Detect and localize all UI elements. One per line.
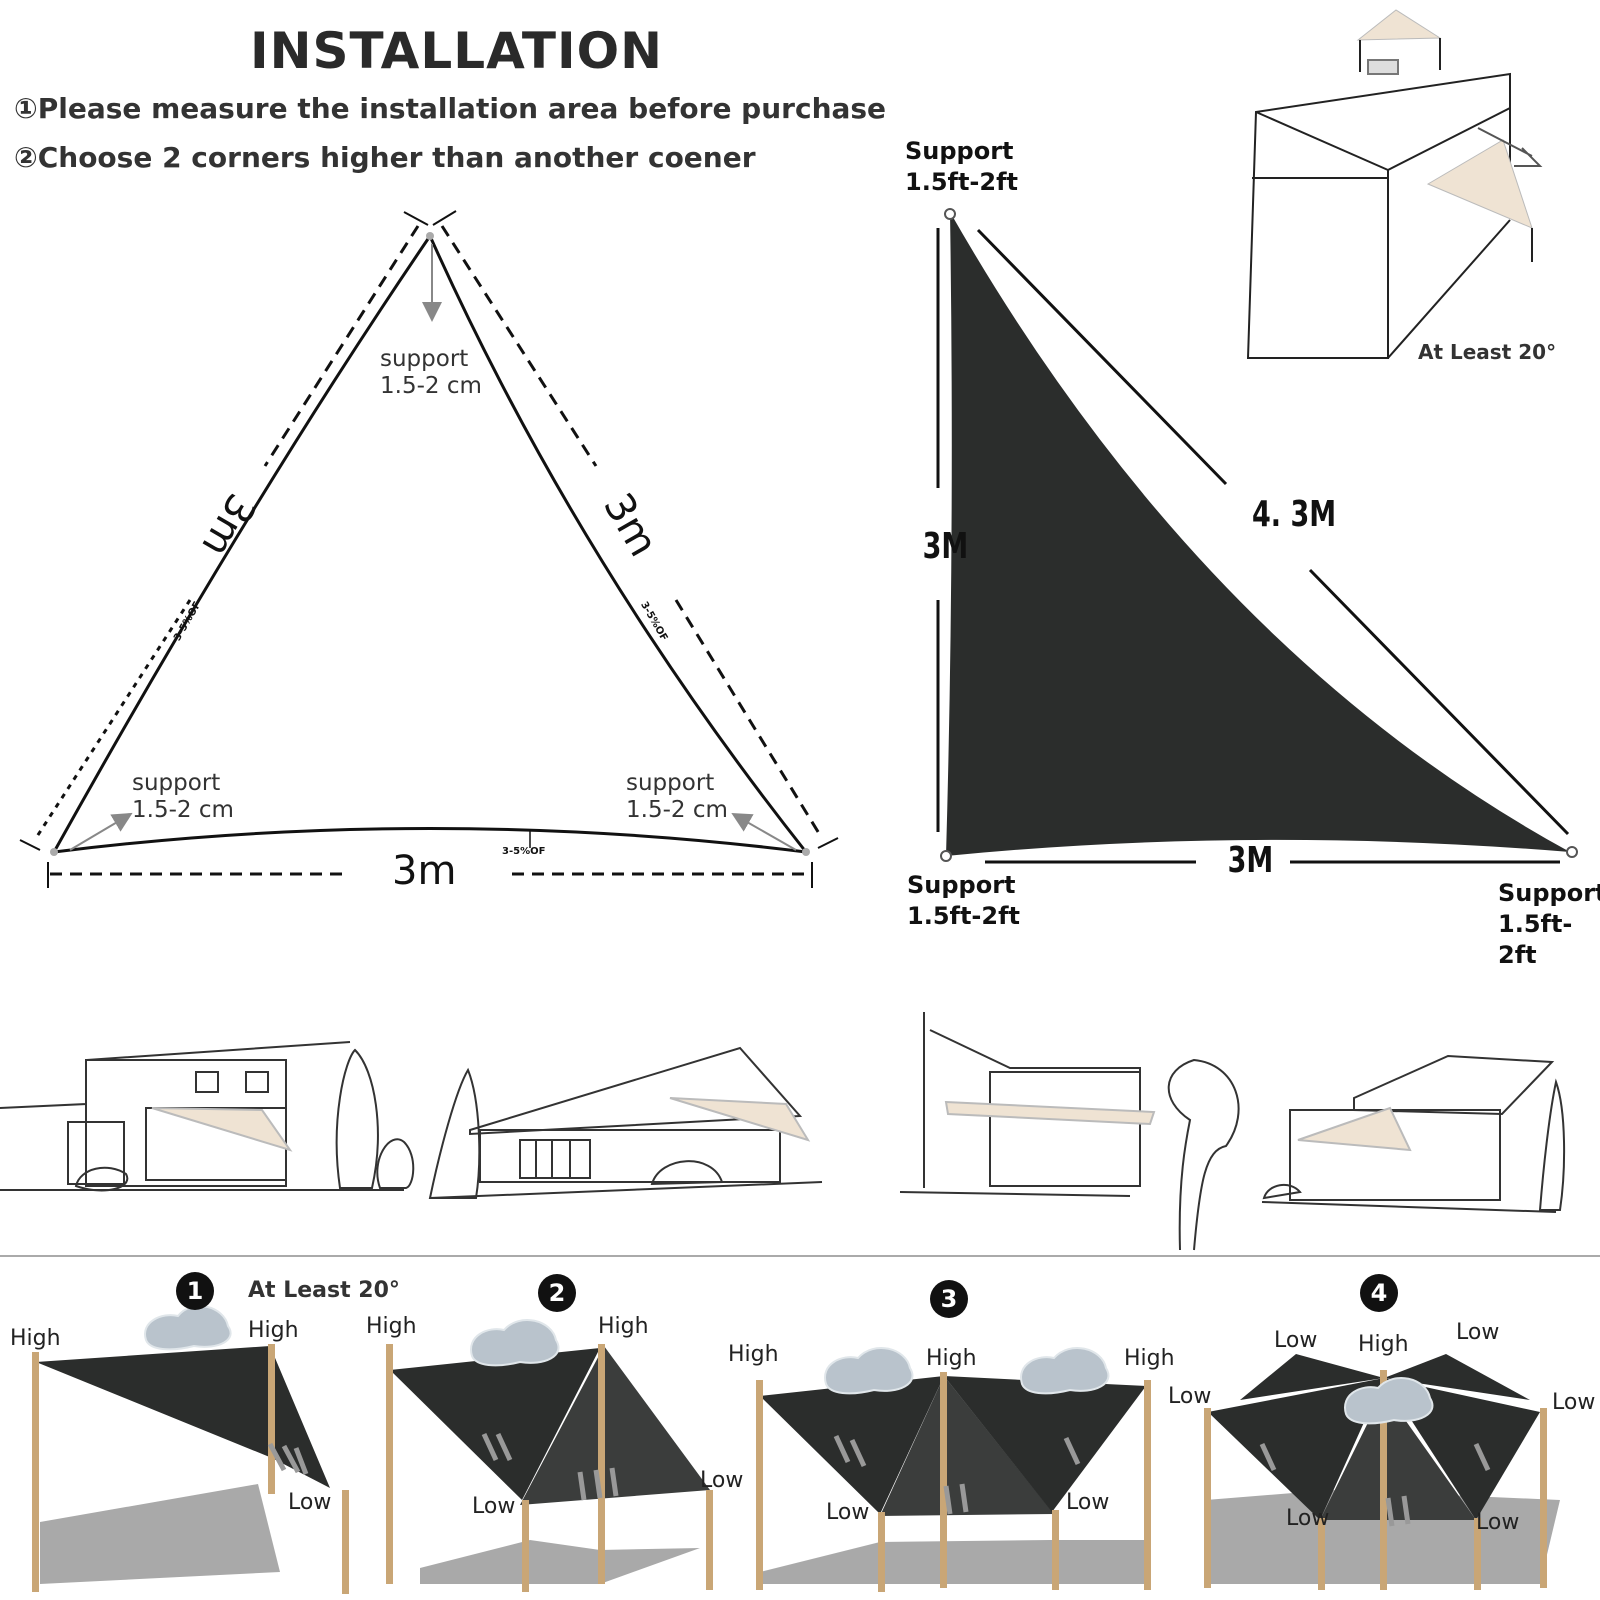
panel-number-3: 3 [930, 1280, 968, 1318]
page-title: INSTALLATION [250, 22, 663, 80]
label-low: Low [1066, 1490, 1110, 1515]
install-panel-3 [756, 1347, 1151, 1592]
label-low: Low [826, 1500, 870, 1525]
label-low: Low [700, 1468, 744, 1493]
triangle-left-edge [52, 235, 432, 853]
side-bottom-length: 3m [392, 848, 457, 894]
support-label-left: support 1.5-2 cm [132, 770, 234, 823]
sag-label-bottom: 3-5%OF [502, 846, 546, 857]
vertical-side-length: 3M [922, 526, 969, 567]
label-high: High [598, 1314, 649, 1339]
label-high: High [1124, 1346, 1175, 1371]
triangle-right-edge [428, 235, 808, 853]
support-label-bottom-right: Support 1.5ft-2ft [1498, 879, 1600, 969]
label-low: Low [1286, 1506, 1330, 1531]
label-high: High [366, 1314, 417, 1339]
label-low: Low [1476, 1510, 1520, 1535]
support-label-right: support 1.5-2 cm [626, 770, 728, 823]
label-high: High [10, 1326, 61, 1351]
hypotenuse-length: 4. 3M [1252, 494, 1337, 535]
label-high: High [1358, 1332, 1409, 1357]
angle-note-top: At Least 20° [1418, 340, 1557, 364]
angle-note-bottom: At Least 20° [248, 1278, 400, 1303]
label-low: Low [1168, 1384, 1212, 1409]
label-high: High [248, 1318, 299, 1343]
panel-number-4: 4 [1360, 1274, 1398, 1312]
triangle-bottom-edge [53, 827, 807, 854]
house-sketches [0, 1012, 1566, 1251]
install-panel-2 [386, 1319, 713, 1592]
panel-number-1: 1 [176, 1272, 214, 1310]
label-low: Low [1456, 1320, 1500, 1345]
triangle-diagram-right [936, 208, 1578, 864]
step-1-text: ①Please measure the installation area be… [14, 92, 887, 125]
label-low: Low [472, 1494, 516, 1519]
support-label-top: support 1.5-2 cm [380, 346, 482, 399]
label-low: Low [1552, 1390, 1596, 1415]
install-panel-4 [1204, 1354, 1560, 1590]
panel-number-2: 2 [538, 1274, 576, 1312]
angle-sketch [1246, 9, 1543, 359]
label-high: High [728, 1342, 779, 1367]
label-low: Low [288, 1490, 332, 1515]
label-low: Low [1274, 1328, 1318, 1353]
shade-sail-right-triangle [946, 212, 1570, 856]
step-2-text: ②Choose 2 corners higher than another co… [14, 141, 756, 174]
install-panel-1 [32, 1305, 349, 1594]
support-label-apex: Support 1.5ft-2ft [905, 137, 1019, 196]
triangle-diagram-left [19, 210, 839, 888]
label-high: High [926, 1346, 977, 1371]
section-divider [0, 1255, 1600, 1257]
bottom-side-length: 3M [1227, 840, 1274, 881]
support-label-bottom-left: Support 1.5ft-2ft [907, 871, 1021, 930]
